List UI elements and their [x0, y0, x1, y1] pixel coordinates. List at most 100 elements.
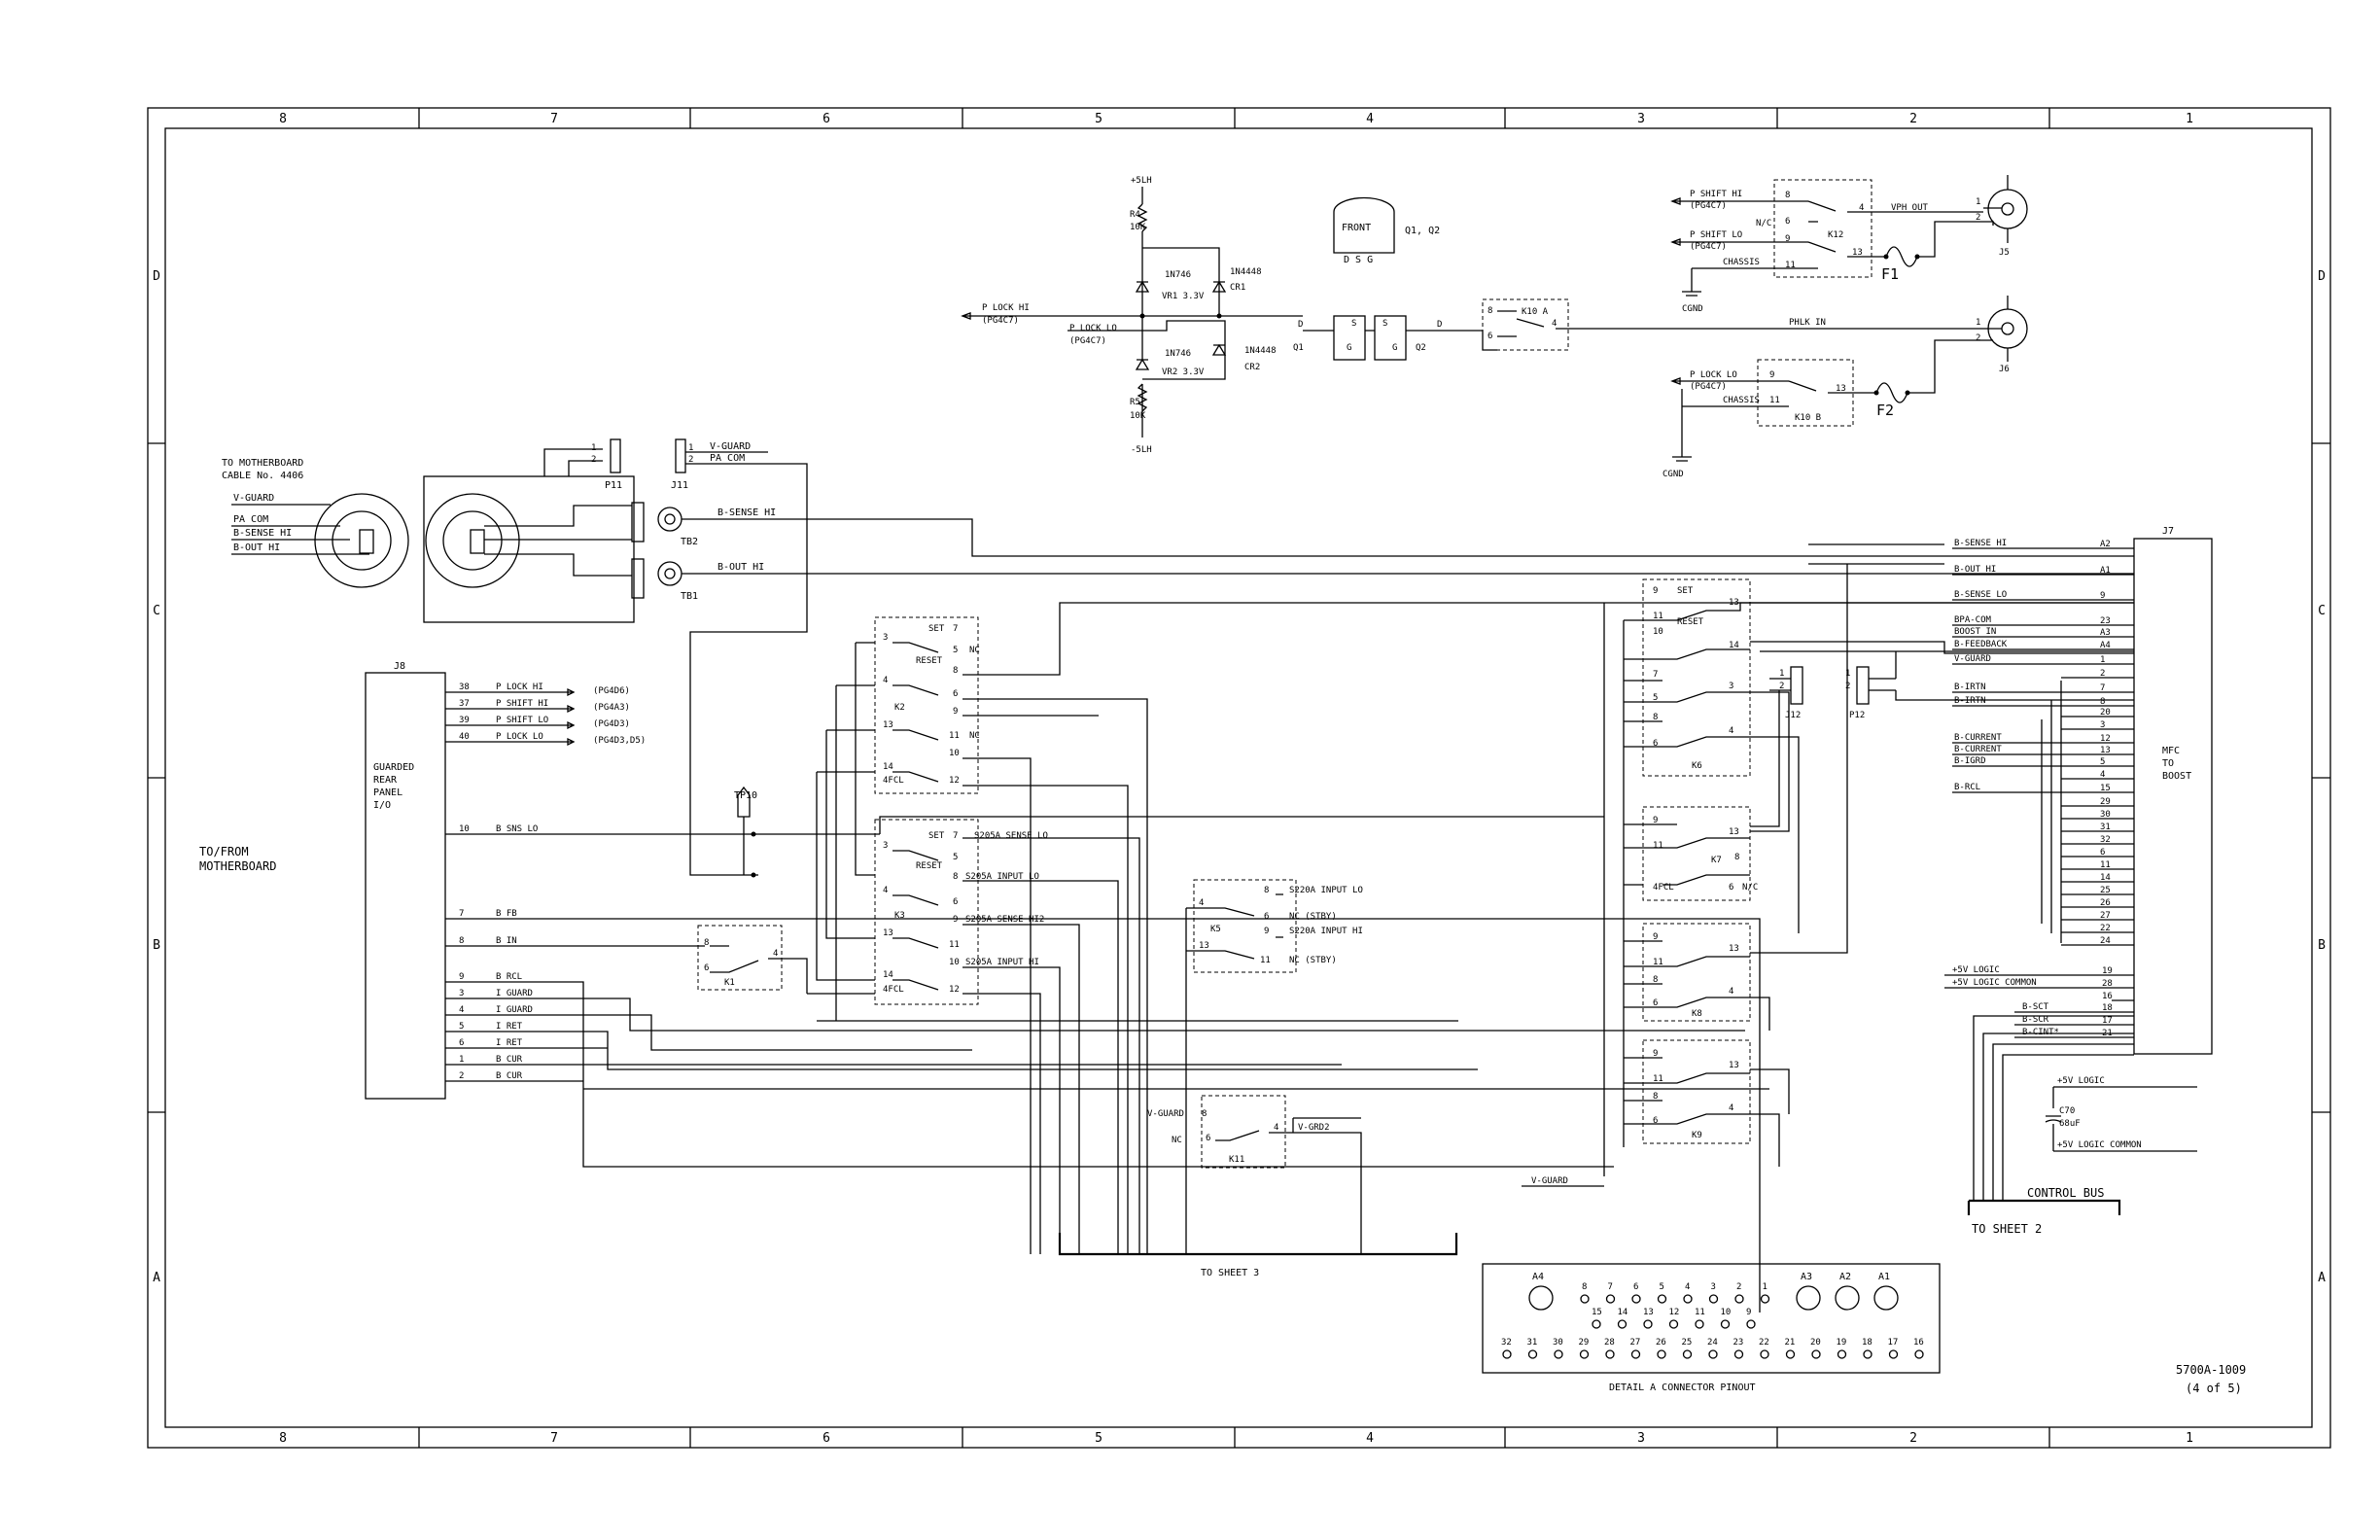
logic-line-label-1: +5V LOGIC: [2057, 1076, 2105, 1086]
j7-logic-pin-number: 17: [2102, 1016, 2113, 1026]
pinout-top-label: 8: [1582, 1282, 1587, 1292]
pinout-pin: [1605, 1294, 1616, 1304]
j8-pin-row: 37 P SHIFT HI (PG4A3): [459, 699, 630, 713]
p11-pin2: 2: [591, 455, 596, 465]
k11-pin8: 8: [1202, 1109, 1207, 1119]
k10b-chassis: CHASSIS: [1723, 396, 1760, 405]
k1-label: K1: [724, 978, 735, 988]
vr1-ref: VR1 3.3V: [1162, 292, 1205, 301]
j7-pin-number: 4: [2100, 770, 2105, 780]
k10b-relay: [1757, 359, 1854, 427]
k7-pin11: 11: [1653, 841, 1663, 851]
pinout-pin: [1888, 1349, 1899, 1359]
p12-pin1: 1: [1845, 669, 1850, 679]
k7-pin9: 9: [1653, 816, 1658, 825]
j7-logic-signal: B-CINT*: [2022, 1028, 2059, 1037]
j7-pin-row: 29: [2061, 797, 2134, 807]
k2-4fcl: 4FCL: [883, 776, 904, 786]
k3-pin6: 6: [953, 897, 958, 907]
j8-pin-row: 6 I RET: [459, 1038, 523, 1048]
j7-pin-number: 12: [2100, 734, 2111, 744]
k6-label: K6: [1692, 761, 1702, 771]
k11-pin6: 6: [1206, 1134, 1210, 1143]
k3-pin9: 9: [953, 915, 958, 925]
j7-pin-signal: B-RCL: [1954, 783, 1980, 792]
k6-pin3: 3: [1729, 682, 1733, 691]
k2-pin8: 8: [953, 666, 958, 676]
k2-nc2: NC: [969, 731, 980, 741]
k2-pin7: 7: [953, 624, 958, 634]
j7-logic-signal: +5V LOGIC COMMON: [1952, 978, 2037, 988]
k12-input1: P SHIFT HI: [1690, 190, 1742, 199]
j7-pin-number: 2: [2100, 669, 2105, 679]
j6-pin2: 2: [1976, 333, 1980, 343]
k10a-pin6: 6: [1488, 332, 1492, 341]
pinout-pin: [1734, 1294, 1744, 1304]
k5-signal-nc1: NC (STBY): [1289, 912, 1337, 922]
k3-signal-input-hi: S205A INPUT HI: [965, 958, 1039, 967]
k10b-pin9: 9: [1769, 370, 1774, 380]
zone-right-d: D: [2318, 269, 2326, 284]
j8-pin-signal: I GUARD: [496, 1005, 533, 1015]
k10a-pin8: 8: [1488, 306, 1492, 316]
pinout-bottom-label: 31: [1527, 1338, 1538, 1348]
q1-fet: [1333, 315, 1366, 361]
k7-pin8: 8: [1734, 853, 1739, 862]
front-label: FRONT: [1342, 223, 1371, 233]
j7-pin-number: A1: [2100, 566, 2111, 576]
j8-pin-signal: P LOCK HI: [496, 682, 543, 692]
j8-pin-num: 9: [459, 972, 464, 982]
k12-relay: [1773, 179, 1872, 278]
p12-connector: [1856, 666, 1870, 705]
pinout-pin: [1760, 1349, 1769, 1359]
plock-hi-label: P LOCK HI: [982, 303, 1030, 313]
k6-pin6: 6: [1653, 739, 1658, 749]
k12-input2-ref: (PG4C7): [1690, 242, 1727, 252]
j8-body-3: PANEL: [373, 788, 402, 798]
j8-body-4: I/O: [373, 800, 391, 811]
j8-pin-num: 6: [459, 1038, 464, 1048]
k1-pin6: 6: [704, 963, 709, 973]
f1-label: F1: [1881, 265, 1899, 283]
q1q2-label: Q1, Q2: [1405, 226, 1440, 236]
tb2-signal: B-SENSE HI: [718, 508, 776, 518]
j8-pin-ref: (PG4A3): [593, 703, 630, 713]
j12-pin2: 2: [1779, 682, 1784, 691]
q2-label: Q2: [1416, 343, 1426, 353]
k5-pin11: 11: [1260, 956, 1271, 965]
j8-pin-signal: I GUARD: [496, 989, 533, 998]
j8-pin-signal: P LOCK LO: [496, 732, 543, 742]
pinout-a4-label: A4: [1532, 1272, 1544, 1282]
zone-bottom-2: 2: [1909, 1431, 1917, 1446]
j7-pin-number: A2: [2100, 540, 2111, 549]
pinout-large-pin: [1835, 1285, 1860, 1311]
j7-logic-signal: B-SCR: [2022, 1015, 2049, 1025]
pinout-pin: [1720, 1319, 1731, 1329]
r5-value: 10K: [1130, 411, 1146, 421]
pinout-pin: [1837, 1349, 1847, 1359]
k8-pin4: 4: [1729, 987, 1733, 997]
k3-signal-sense-lo: S205A SENSE LO: [974, 831, 1048, 841]
j7-pin-row: 27: [2061, 911, 2134, 921]
j7-pin-number: 14: [2100, 873, 2111, 883]
k2-set: SET: [928, 624, 945, 634]
j7-pin-row: 14: [2061, 873, 2134, 883]
pinout-pin: [1695, 1319, 1704, 1329]
pinout-pin: [1914, 1349, 1924, 1359]
front-pins: D S G: [1344, 255, 1373, 265]
j8-pin-num: 2: [459, 1071, 464, 1081]
k12-pin9: 9: [1785, 234, 1790, 244]
j7-pin-number: 23: [2100, 616, 2111, 626]
pinout-mid-label: 12: [1669, 1308, 1680, 1317]
j7-logic-pin-number: 16: [2102, 992, 2113, 1001]
drawing-number: 5700A-1009: [2176, 1363, 2246, 1377]
pinout-bottom-label: 30: [1553, 1338, 1563, 1348]
zone-top-5: 5: [1095, 112, 1102, 126]
k8-label: K8: [1692, 1009, 1702, 1019]
k3-pin14: 14: [883, 970, 893, 980]
r4-value: 10K: [1130, 223, 1146, 232]
